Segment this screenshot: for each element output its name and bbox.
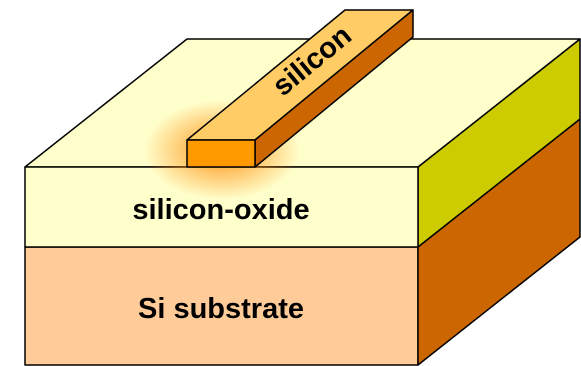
substrate-label: Si substrate bbox=[138, 293, 304, 325]
waveguide-front-face bbox=[186, 139, 256, 168]
oxide-label: silicon-oxide bbox=[132, 194, 309, 226]
